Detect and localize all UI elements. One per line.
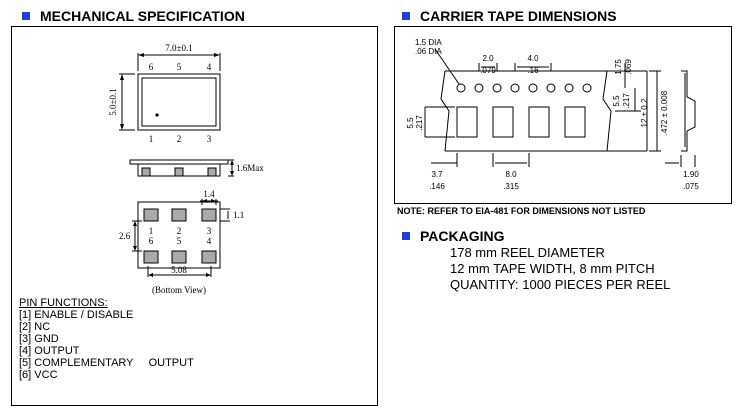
- tape-pocket: [492, 106, 514, 138]
- package-side-lid: [129, 159, 229, 165]
- pin-label: 6: [149, 62, 154, 72]
- mechanical-drawing: 7.0±0.1 5.0±0.1 1.6Max 1.4 1.1 2.6 5.08 …: [108, 43, 264, 295]
- pocket-pitch-mm: 8.0: [505, 170, 517, 179]
- mechanical-spec-panel: 7.0±0.1 5.0±0.1 1.6Max 1.4 1.1 2.6 5.08 …: [11, 26, 378, 406]
- pin-label: 5: [177, 62, 182, 72]
- bottom-pad: [143, 250, 159, 264]
- bullet-icon: [402, 12, 410, 20]
- package-top-outline: [137, 73, 221, 131]
- pin-function-item: [6] VCC: [19, 369, 58, 381]
- eia-note: NOTE: REFER TO EIA-481 FOR DIMENSIONS NO…: [397, 206, 646, 216]
- bullet-icon: [22, 12, 30, 20]
- pin-label: 5: [177, 236, 182, 246]
- pin-functions-heading: PIN FUNCTIONS:: [19, 297, 108, 309]
- pin-function-item: [2] NC: [19, 321, 51, 333]
- tape-pocket: [564, 106, 586, 138]
- tape-pocket: [528, 106, 550, 138]
- mechanical-spec-title: MECHANICAL SPECIFICATION: [40, 8, 245, 24]
- sprocket-hole: [456, 83, 466, 93]
- hole-pitch-in: .079: [480, 66, 496, 75]
- tape-break-left: [440, 70, 450, 152]
- packaging-header: PACKAGING: [402, 228, 505, 244]
- bottom-pad: [201, 250, 217, 264]
- packaging-details: 178 mm REEL DIAMETER 12 mm TAPE WIDTH, 8…: [450, 245, 670, 293]
- bullet-icon: [402, 232, 410, 240]
- sprocket-hole: [528, 83, 538, 93]
- pin-label: 3: [207, 134, 212, 144]
- pin-label: 4: [207, 62, 212, 72]
- sprocket-hole: [546, 83, 556, 93]
- dim-pitch: 5.08: [171, 265, 187, 275]
- side-pad: [174, 167, 184, 177]
- dim-width: 7.0±0.1: [165, 43, 192, 53]
- pocket-x-mm: 3.7: [431, 170, 443, 179]
- pin-label: 2: [177, 134, 182, 144]
- sprocket-hole: [582, 83, 592, 93]
- carrier-tape-title: CARRIER TAPE DIMENSIONS: [420, 8, 617, 24]
- pin-label: 2: [177, 226, 182, 236]
- mechanical-spec-header: MECHANICAL SPECIFICATION: [22, 8, 245, 24]
- hole-dia-in: .06 DIA: [415, 47, 442, 56]
- pin-functions: PIN FUNCTIONS: [1] ENABLE / DISABLE [2] …: [19, 297, 194, 381]
- bottom-pad: [143, 208, 159, 222]
- tape-side-profile: [681, 70, 696, 152]
- tape-pocket: [456, 106, 478, 138]
- sprocket-pitch-mm: 4.0: [527, 54, 539, 63]
- pin-label: 4: [207, 236, 212, 246]
- pocket-pitch-in: .315: [503, 182, 519, 191]
- packaging-line: 178 mm REEL DIAMETER: [450, 245, 605, 260]
- tape-width-mm: 12 ± 0.2: [640, 98, 649, 127]
- side-pad: [141, 167, 151, 177]
- thickness-mm: 1.90: [683, 170, 699, 179]
- pin-label: 1: [149, 134, 154, 144]
- bottom-pad: [171, 250, 187, 264]
- carrier-tape-header: CARRIER TAPE DIMENSIONS: [402, 8, 617, 24]
- edge-mm: 1.75: [614, 59, 623, 75]
- pin-label: 3: [207, 226, 212, 236]
- dim-height: 5.0±0.1: [108, 88, 118, 115]
- sprocket-pitch-in: .16: [527, 66, 539, 75]
- bottom-pad: [201, 208, 217, 222]
- pin-label: 6: [149, 236, 154, 246]
- pocket-in: .217: [415, 115, 424, 131]
- pocket-mm: 5.5: [406, 117, 415, 129]
- pocket-x-in: .146: [429, 182, 445, 191]
- dim-pad-spacing: 2.6: [119, 231, 131, 241]
- dim-pad-width: 1.4: [203, 189, 215, 199]
- pin-function-item: [4] OUTPUT: [19, 345, 80, 357]
- center-in: .217: [622, 93, 631, 109]
- bottom-pad: [171, 208, 187, 222]
- thickness-in: .075: [683, 182, 699, 191]
- dim-pad-height: 1.1: [233, 210, 244, 220]
- carrier-tape-panel: 1.5 DIA .06 DIA 2.0 .079 4.0 .16 1.75 .0…: [394, 26, 732, 204]
- sprocket-hole: [492, 83, 502, 93]
- bottom-view-label: (Bottom View): [152, 285, 206, 295]
- pin-function-item: [1] ENABLE / DISABLE: [19, 309, 134, 321]
- pin-function-item: [3] GND: [19, 333, 59, 345]
- pin-function-item: [5] COMPLEMENTARY OUTPUT: [19, 357, 194, 369]
- tape-width-in: .472 ± 0.008: [660, 90, 669, 135]
- tape-break-right: [602, 70, 612, 152]
- carrier-tape-drawing: 1.5 DIA .06 DIA 2.0 .079 4.0 .16 1.75 .0…: [406, 38, 699, 191]
- side-pad: [207, 167, 217, 177]
- sprocket-hole: [564, 83, 574, 93]
- center-mm: 5.5: [612, 95, 621, 107]
- packaging-line: 12 mm TAPE WIDTH, 8 mm PITCH: [450, 261, 655, 276]
- packaging-title: PACKAGING: [420, 228, 505, 244]
- edge-in: .069: [624, 59, 633, 75]
- hole-dia-mm: 1.5 DIA: [415, 38, 442, 47]
- pin1-dot-icon: [155, 113, 159, 117]
- package-bottom-outline: [137, 201, 221, 269]
- pin-label: 1: [149, 226, 154, 236]
- packaging-line: QUANTITY: 1000 PIECES PER REEL: [450, 277, 671, 292]
- dim-thickness: 1.6Max: [236, 163, 264, 173]
- sprocket-hole: [474, 83, 484, 93]
- sprocket-hole: [510, 83, 520, 93]
- package-top-inner: [141, 77, 217, 127]
- hole-pitch-mm: 2.0: [482, 54, 494, 63]
